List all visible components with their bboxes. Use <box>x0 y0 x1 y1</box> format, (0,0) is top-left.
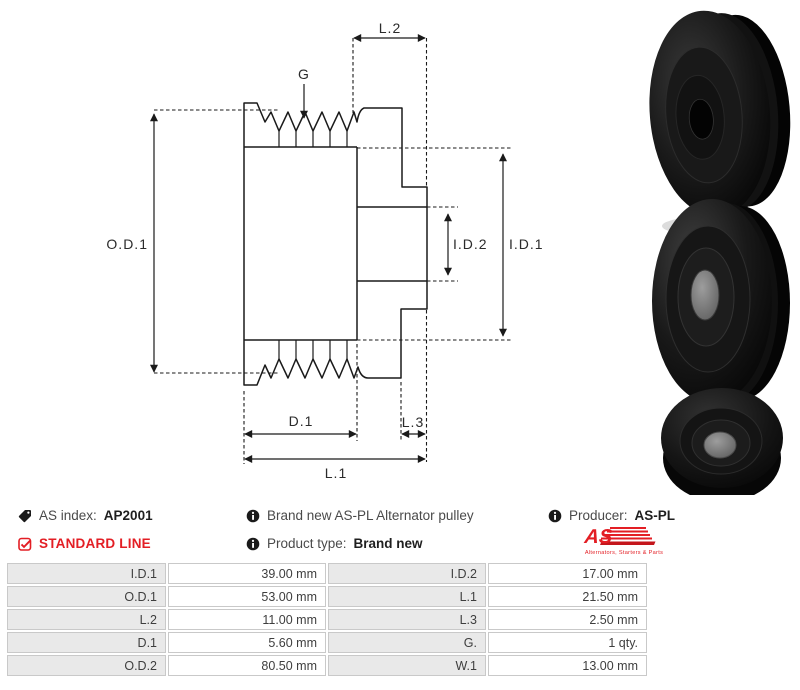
info-icon <box>548 509 562 523</box>
pulley-technical-drawing: O.D.1 G L.2 I.D.2 I.D.1 D.1 L.3 L.1 <box>106 10 791 495</box>
dim-label-l2: L.2 <box>379 20 401 36</box>
product-photo-angled <box>649 10 791 236</box>
spec-value: 1 qty. <box>488 632 647 653</box>
spec-label: I.D.1 <box>7 563 166 584</box>
product-type-value: Brand new <box>353 536 423 551</box>
spec-value: 39.00 mm <box>168 563 326 584</box>
product-type-row: Product type: Brand new <box>246 536 423 551</box>
standard-line-row: STANDARD LINE <box>18 536 151 551</box>
product-photo-top <box>661 388 783 495</box>
spec-value: 11.00 mm <box>168 609 326 630</box>
description-row: Brand new AS-PL Alternator pulley <box>246 508 474 523</box>
spec-label: L.2 <box>7 609 166 630</box>
spec-label: L.3 <box>328 609 486 630</box>
spec-label: I.D.2 <box>328 563 486 584</box>
spec-label: D.1 <box>7 632 166 653</box>
logo-text: AS <box>582 526 614 548</box>
dim-label-od1: O.D.1 <box>106 236 148 252</box>
standard-line-label: STANDARD LINE <box>39 536 151 551</box>
spec-value: 2.50 mm <box>488 609 647 630</box>
producer-label: Producer: <box>569 508 628 523</box>
as-index-row: AS index: AP2001 <box>18 508 153 523</box>
spec-value: 13.00 mm <box>488 655 647 676</box>
spec-label: L.1 <box>328 586 486 607</box>
producer-value: AS-PL <box>634 508 676 523</box>
spec-label: O.D.2 <box>7 655 166 676</box>
spec-value: 21.50 mm <box>488 586 647 607</box>
product-description: Brand new AS-PL Alternator pulley <box>267 508 474 523</box>
spec-label: O.D.1 <box>7 586 166 607</box>
info-icon <box>246 509 260 523</box>
spec-label: W.1 <box>328 655 486 676</box>
dim-label-d1: D.1 <box>289 413 314 429</box>
logo-subtitle: Alternators, Starters & Parts <box>585 550 663 556</box>
dim-label-l3: L.3 <box>402 414 424 430</box>
checkbox-check-icon <box>18 537 32 551</box>
specs-table: I.D.1 39.00 mm I.D.2 17.00 mm O.D.1 53.0… <box>7 563 647 676</box>
spec-value: 53.00 mm <box>168 586 326 607</box>
dim-label-l1: L.1 <box>325 465 347 481</box>
as-index-label: AS index: <box>39 508 97 523</box>
product-photo-front <box>652 199 790 403</box>
dim-label-id1: I.D.1 <box>509 236 544 252</box>
producer-row: Producer: AS-PL <box>548 508 675 523</box>
spec-value: 17.00 mm <box>488 563 647 584</box>
product-type-label: Product type: <box>267 536 347 551</box>
tag-icon <box>18 509 32 523</box>
as-pl-logo: AS Alternators, Starters & Parts <box>582 526 663 556</box>
spec-label: G. <box>328 632 486 653</box>
spec-value: 5.60 mm <box>168 632 326 653</box>
extension-lines <box>154 38 512 464</box>
as-index-value: AP2001 <box>103 508 153 523</box>
dim-label-g: G <box>298 66 310 82</box>
spec-value: 80.50 mm <box>168 655 326 676</box>
dim-label-id2: I.D.2 <box>453 236 488 252</box>
info-icon <box>246 537 260 551</box>
pulley-cross-section <box>243 102 428 386</box>
